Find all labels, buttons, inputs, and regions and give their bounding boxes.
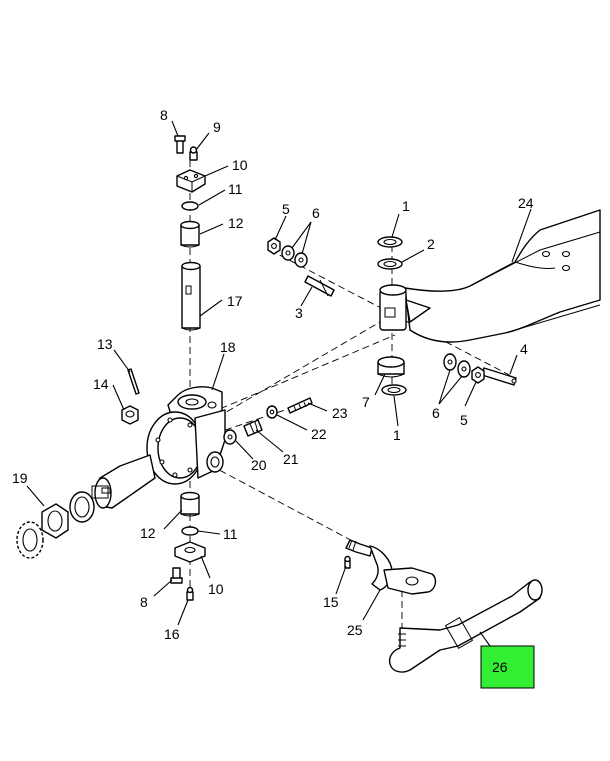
washer-20	[223, 429, 237, 445]
callout-16: 16	[164, 626, 180, 642]
nut-21	[243, 419, 263, 437]
callout-12-top: 12	[228, 215, 244, 231]
callout-9: 9	[213, 119, 221, 135]
callout-5-top: 5	[282, 201, 290, 217]
tie-rod-26	[388, 579, 543, 673]
callout-26: 26	[492, 659, 508, 675]
seal-1-bottom	[381, 384, 407, 396]
callout-8-top: 8	[160, 107, 168, 123]
leader-lines	[26, 120, 532, 647]
king-pin-upper-stack	[174, 135, 206, 331]
seal-1-top	[377, 236, 403, 248]
callout-6-bottom: 6	[432, 405, 440, 421]
draw-key-3	[304, 275, 335, 297]
screw-8-bottom	[170, 567, 183, 584]
cap-10-bottom	[174, 541, 206, 563]
callout-7: 7	[362, 394, 370, 410]
callout-4: 4	[520, 341, 528, 357]
nut-5-top	[267, 237, 281, 255]
grease-fitting-16	[186, 586, 194, 601]
thrust-bearing-7	[377, 356, 405, 378]
washer-22	[266, 405, 278, 419]
tie-rod-assembly	[344, 539, 543, 673]
callout-24: 24	[518, 195, 534, 211]
callout-6-top: 6	[312, 205, 320, 221]
axle-side-hardware	[267, 236, 517, 396]
left-hardware	[16, 368, 140, 559]
callout-10-bottom: 10	[208, 581, 224, 597]
callout-10-top: 10	[232, 157, 248, 173]
callout-15: 15	[323, 594, 339, 610]
callout-21: 21	[283, 451, 299, 467]
cotter-pin-15	[344, 555, 351, 569]
bushing-12-bottom	[180, 491, 200, 517]
axle-beam	[379, 209, 601, 343]
callout-1-top: 1	[402, 198, 410, 214]
screw-8-top	[174, 135, 186, 154]
highlighted-part-callout[interactable]: 26	[480, 645, 535, 689]
steering-knuckle	[91, 386, 226, 509]
washer-2	[377, 258, 403, 270]
callout-12-bottom: 12	[140, 525, 156, 541]
castle-nut-14	[121, 405, 139, 425]
bolt-23	[287, 397, 313, 414]
callout-14: 14	[93, 376, 109, 392]
callout-17: 17	[227, 293, 243, 309]
lock-washer	[69, 491, 95, 523]
cotter-pin-13	[127, 368, 140, 395]
callout-3: 3	[295, 305, 303, 321]
callout-1-bottom: 1	[393, 427, 401, 443]
o-ring-11-top	[181, 201, 199, 211]
callout-5-bottom: 5	[460, 412, 468, 428]
highlight-box-26[interactable]	[480, 645, 535, 689]
callout-18: 18	[220, 339, 236, 355]
callout-22: 22	[311, 426, 327, 442]
callout-2: 2	[427, 236, 435, 252]
washers-6-bottom	[443, 353, 471, 378]
tie-rod-arm-25	[345, 539, 437, 595]
arm-bolt-hardware	[223, 397, 313, 445]
callout-19: 19	[12, 470, 28, 486]
bushing-12-top	[180, 220, 200, 248]
callout-8-bottom: 8	[140, 594, 148, 610]
callout-11-bottom: 11	[223, 526, 238, 542]
washers-6-top	[281, 245, 308, 268]
callout-25: 25	[347, 622, 363, 638]
toothed-washer	[16, 521, 44, 559]
callout-20: 20	[251, 457, 267, 473]
o-ring-11-bottom	[181, 526, 199, 536]
grease-fitting-9	[189, 146, 198, 161]
callout-23: 23	[332, 405, 348, 421]
callout-labels: 8 9 10 11 12 17 13 14 18 19 20 21 22 23 …	[12, 107, 534, 642]
nut-5-bottom	[471, 366, 485, 384]
king-pin-17	[181, 261, 201, 331]
spindle-nut-19	[41, 503, 69, 539]
callout-13: 13	[97, 336, 113, 352]
king-pin-lower-stack	[170, 491, 206, 601]
cap-10-top	[176, 169, 206, 193]
callout-11-top: 11	[228, 181, 243, 197]
